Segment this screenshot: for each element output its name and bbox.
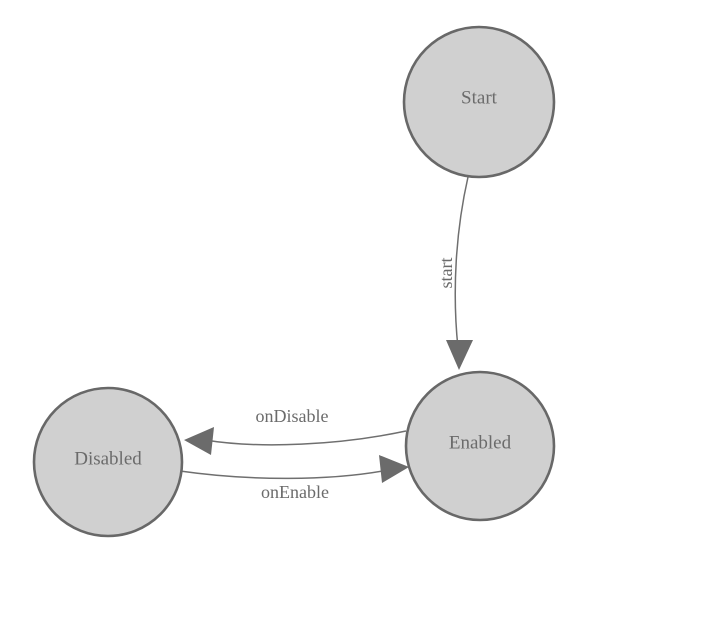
- transition-enabled-to-disabled[interactable]: onDisable: [184, 406, 407, 455]
- state-node-disabled[interactable]: Disabled: [32, 386, 184, 538]
- transition-path-enabled-to-disabled: [204, 430, 407, 446]
- state-node-enabled-circle: [404, 370, 556, 522]
- transition-path-start-to-enabled: [454, 176, 469, 349]
- state-node-start-circle: [402, 25, 556, 179]
- transition-path-disabled-to-enabled: [179, 469, 389, 480]
- transition-start-to-enabled[interactable]: start: [436, 176, 473, 370]
- state-node-enabled[interactable]: Enabled: [404, 370, 556, 522]
- arrowhead-icon-disabled-to-enabled: [379, 455, 409, 483]
- transition-label-on-disable: onDisable: [256, 406, 329, 426]
- state-node-start[interactable]: Start: [402, 25, 556, 179]
- transition-label-start: start: [436, 258, 456, 289]
- state-node-enabled-label: Enabled: [449, 432, 512, 453]
- state-node-disabled-circle: [32, 386, 184, 538]
- arrowhead-icon-start-to-enabled: [446, 340, 473, 370]
- state-node-disabled-label: Disabled: [74, 448, 142, 469]
- transition-disabled-to-enabled[interactable]: onEnable: [179, 455, 409, 502]
- arrowhead-icon-enabled-to-disabled: [184, 427, 214, 455]
- state-node-start-label: Start: [461, 87, 498, 108]
- transition-label-on-enable: onEnable: [261, 482, 329, 502]
